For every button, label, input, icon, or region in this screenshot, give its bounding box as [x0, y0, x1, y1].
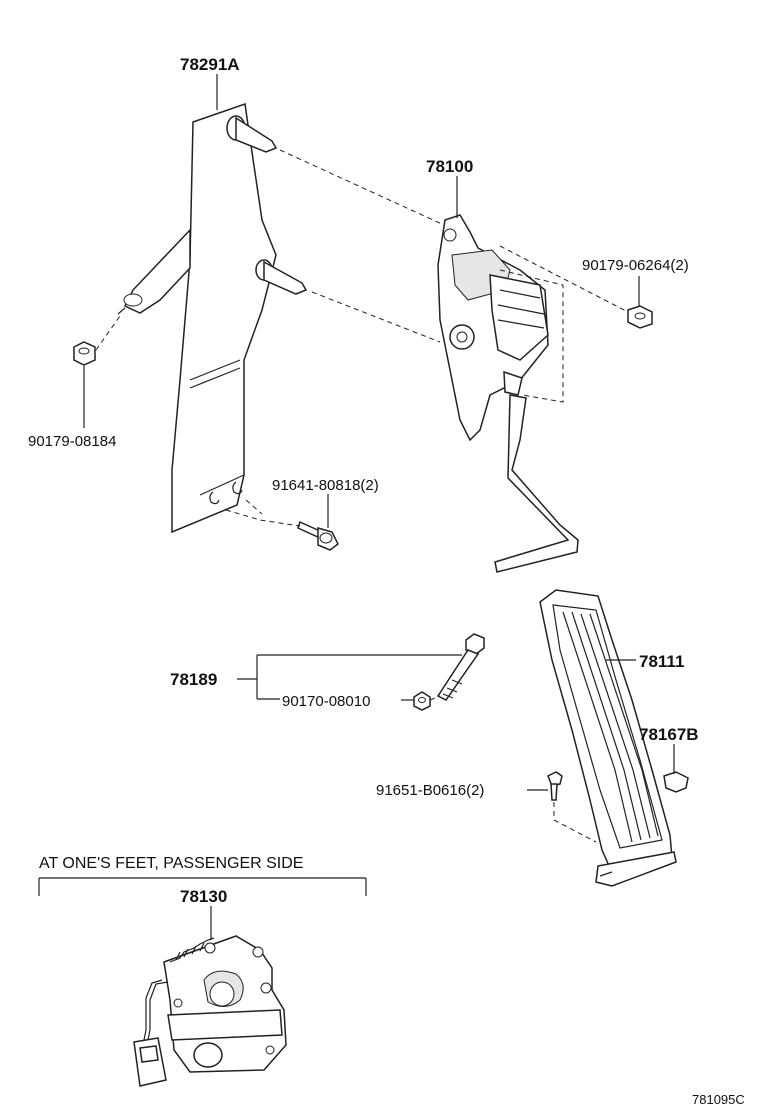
- label-78189: 78189: [170, 670, 217, 689]
- nut-90179-08184: [73, 341, 96, 366]
- label-90170-08010: 90170-08010: [282, 693, 370, 710]
- label-78130: 78130: [180, 887, 227, 906]
- label-90179-08184: 90179-08184: [28, 433, 116, 450]
- label-78111: 78111: [639, 652, 684, 671]
- section-caption: AT ONE'S FEET, PASSENGER SIDE: [39, 855, 303, 872]
- label-91641-80818: 91641-80818(2): [272, 477, 379, 494]
- assembly-guide-lines: [95, 149, 629, 843]
- label-78100: 78100: [426, 157, 473, 176]
- leader-lines: [83, 74, 675, 940]
- nut-90170-08010: [413, 691, 431, 711]
- pedal-pad-78111: [539, 589, 677, 887]
- section-bracket: [38, 877, 367, 896]
- nut-90179-06264: [627, 305, 653, 329]
- pedal-bracket-78291A: [117, 102, 308, 534]
- label-90179-06264: 90179-06264(2): [582, 257, 689, 274]
- figure-reference: 781095C: [692, 1092, 745, 1107]
- clip-78167B: [663, 771, 689, 793]
- stopper-bolt-78189: [436, 633, 485, 701]
- stop-switch-78130: [133, 935, 287, 1087]
- label-91651-B0616: 91651-B0616(2): [376, 782, 484, 799]
- screw-91651-B0616: [547, 771, 563, 801]
- bolt-91641-80818: [297, 520, 339, 551]
- label-78167B: 78167B: [639, 725, 699, 744]
- label-78291A: 78291A: [180, 55, 240, 74]
- accelerator-pedal-assembly-78100: [437, 214, 579, 573]
